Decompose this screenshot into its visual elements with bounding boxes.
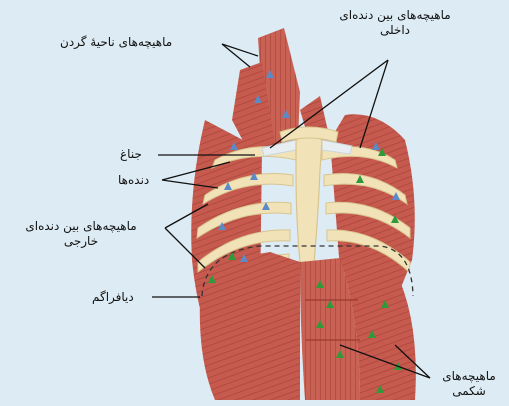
- label-diaphragm: دیافراگم: [92, 290, 134, 305]
- label-abdominal-muscles: ماهیچه‌های شکمی: [432, 369, 506, 399]
- abdominal-muscles-shape: [300, 258, 416, 400]
- label-external-intercostal-line1: ماهیچه‌های بین دنده‌ای: [6, 219, 156, 234]
- label-external-intercostal-line2: خارجی: [6, 234, 156, 249]
- label-abdominal-line1: ماهیچه‌های: [432, 369, 506, 384]
- label-internal-intercostal: ماهیچه‌های بین دنده‌ای داخلی: [330, 8, 460, 38]
- label-neck-muscles: ماهیچه‌های ناحیهٔ گردن: [60, 35, 172, 50]
- label-internal-intercostal-line2: داخلی: [330, 23, 460, 38]
- label-internal-intercostal-line1: ماهیچه‌های بین دنده‌ای: [330, 8, 460, 23]
- label-ribs: دنده‌ها: [118, 173, 149, 188]
- label-abdominal-line2: شکمی: [432, 384, 506, 399]
- label-external-intercostal: ماهیچه‌های بین دنده‌ای خارجی: [6, 219, 156, 249]
- label-sternum: جناغ: [120, 147, 142, 162]
